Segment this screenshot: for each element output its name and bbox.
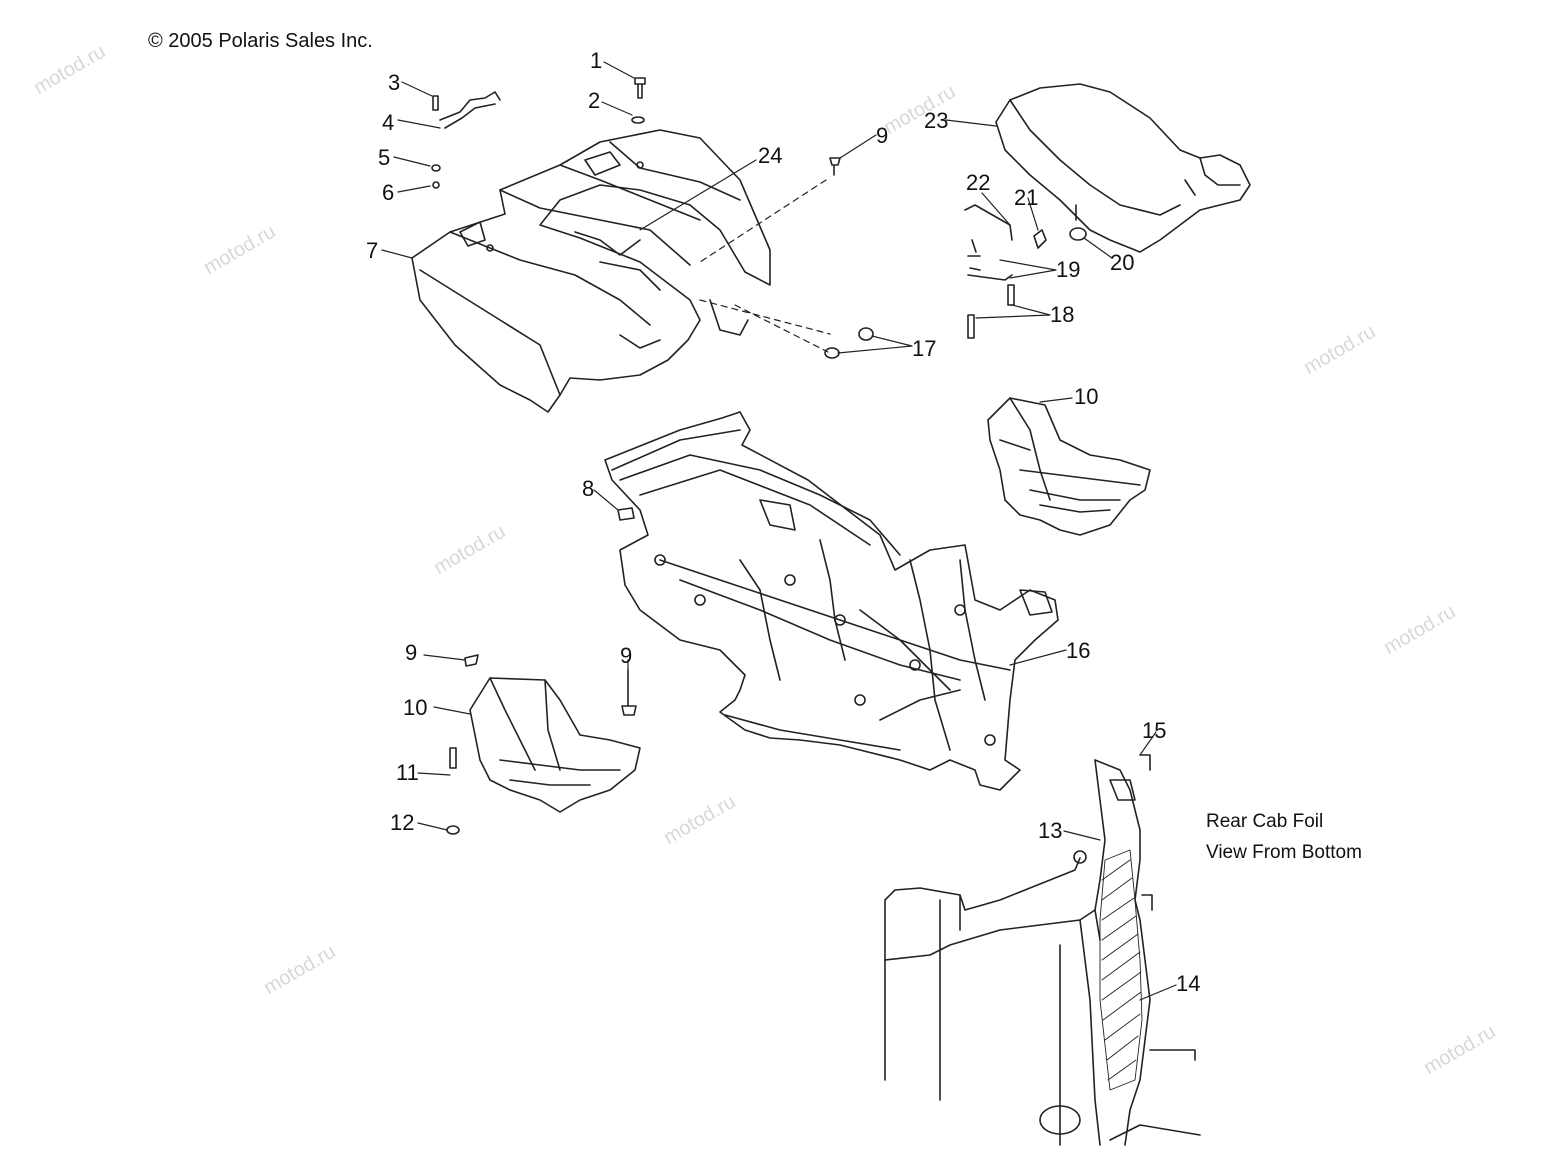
callout-20: 20 (1110, 250, 1135, 275)
grommet-parts (824, 327, 874, 359)
callout-4: 4 (382, 110, 395, 135)
callout-11: 11 (396, 760, 419, 785)
view-note: Rear Cab Foil View From Bottom (1206, 806, 1362, 868)
callout-14: 14 (1176, 971, 1201, 996)
callout-9: 9 (876, 123, 889, 148)
callout-22: 22 (966, 170, 991, 195)
foil-hatch (1099, 849, 1143, 1091)
callout-3: 3 (388, 70, 401, 95)
fastener-parts-top (431, 77, 841, 189)
frame-label-part (617, 507, 635, 521)
callout-18: 18 (1050, 302, 1075, 327)
leader-lines (381, 61, 1177, 1001)
left-footwell-part (446, 654, 641, 835)
callout-21: 21 (1014, 185, 1039, 210)
rear-fender-part (411, 129, 771, 413)
view-note-line-2: View From Bottom (1206, 842, 1362, 863)
rear-cab-foil-view (884, 754, 1201, 1146)
callout-17: 17 (912, 336, 937, 361)
callout-7: 7 (366, 238, 379, 263)
callout-16: 16 (1066, 638, 1091, 663)
callout-8: 8 (582, 476, 595, 501)
seat-part (964, 83, 1251, 339)
callout-13: 13 (1038, 818, 1063, 843)
callout-15: 15 (1142, 718, 1167, 743)
callout-23: 23 (924, 108, 949, 133)
callout-10: 10 (403, 695, 428, 720)
view-note-line-1: Rear Cab Foil (1206, 811, 1324, 832)
right-footwell-part (987, 397, 1151, 536)
copyright-notice: © 2005 Polaris Sales Inc. (148, 30, 373, 52)
callout-5: 5 (378, 145, 391, 170)
callout-1: 1 (590, 48, 603, 73)
callout-2: 2 (588, 88, 601, 113)
callout-9: 9 (405, 640, 418, 665)
callout-24: 24 (758, 143, 783, 168)
callout-6: 6 (382, 180, 395, 205)
callout-9: 9 (620, 643, 633, 668)
main-frame-part (604, 411, 1059, 791)
callout-12: 12 (390, 810, 415, 835)
callout-10: 10 (1074, 384, 1099, 409)
callout-19: 19 (1056, 257, 1081, 282)
